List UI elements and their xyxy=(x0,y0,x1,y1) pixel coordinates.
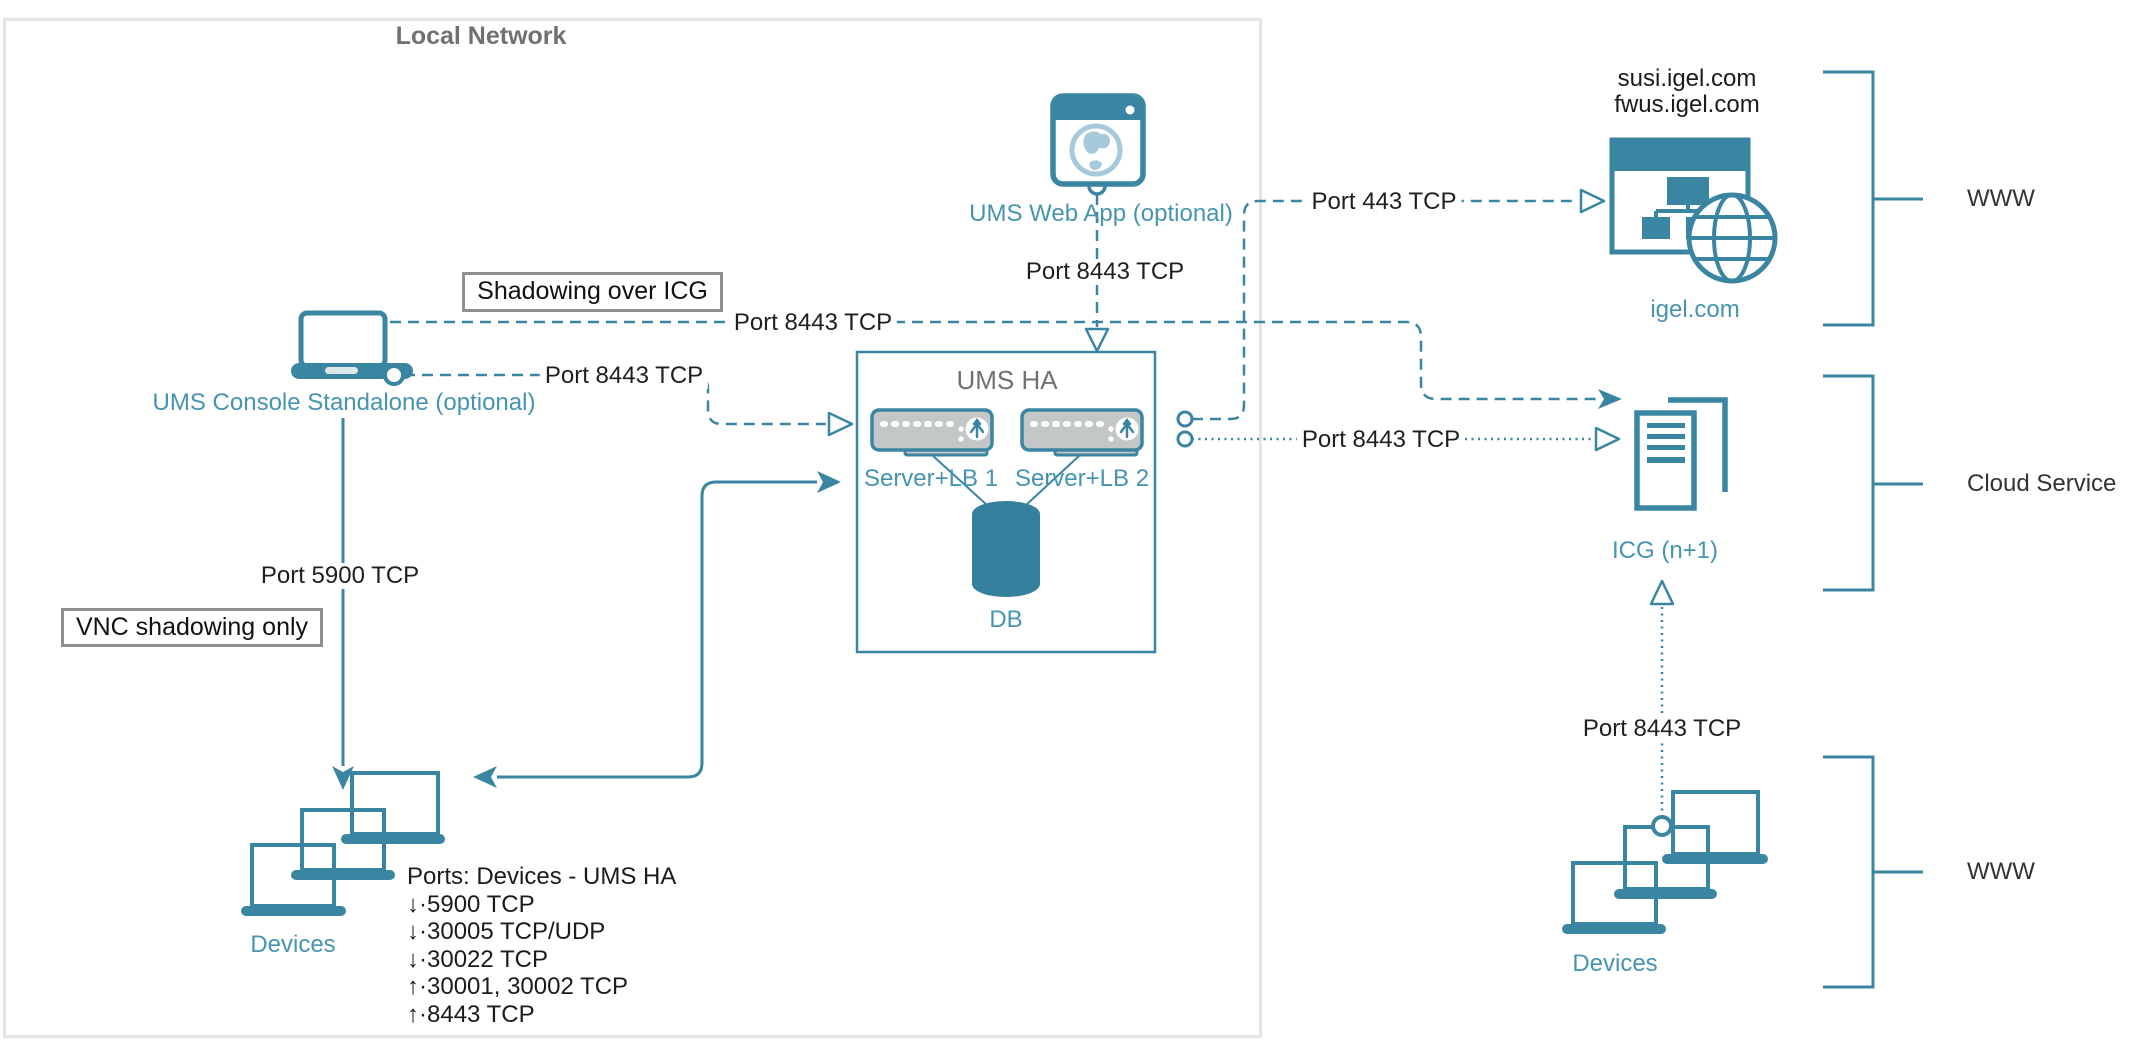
arrowhead-open-icon xyxy=(1594,426,1621,452)
rack-server-lb1-icon xyxy=(870,408,994,457)
load-balancer-glyph-icon xyxy=(1119,418,1135,439)
browser-globe-icon xyxy=(1050,93,1146,187)
zone-cloud-service-label: Cloud Service xyxy=(1967,470,2117,497)
ports-list-item: ↓·30005 TCP/UDP xyxy=(407,918,606,945)
arrowhead-filled-icon xyxy=(817,471,841,493)
database-cylinder-icon xyxy=(972,501,1040,597)
edge-webapp-umsha xyxy=(1084,194,1110,353)
edge-devices-icg xyxy=(1649,579,1675,817)
arrowhead-filled-icon xyxy=(332,766,354,790)
shadowing-note-box: Shadowing over ICG xyxy=(462,272,723,312)
rack-server-lb2-icon xyxy=(1020,408,1144,457)
ports-list-item: ↑·8443 TCP xyxy=(407,1000,535,1028)
tower-server-icon xyxy=(1634,397,1728,511)
local-network-frame xyxy=(3,18,1262,1038)
webapp-label: UMS Web App (optional) xyxy=(969,200,1233,227)
zone-www-bottom-label: WWW xyxy=(1967,858,2035,885)
db-label: DB xyxy=(989,606,1023,633)
ums-ha-title: UMS HA xyxy=(956,365,1058,395)
devices-local-cluster-icon xyxy=(241,771,445,916)
umsha-port-circle-2 xyxy=(1176,430,1194,448)
devices-icg-port-label: Port 8443 TCP xyxy=(1577,715,1747,743)
umsha-igel-port-label: Port 443 TCP xyxy=(1306,188,1462,216)
igel-domains: susi.igel.com fwus.igel.com xyxy=(1614,66,1759,118)
ports-list-item: ↑·30001, 30002 TCP xyxy=(407,973,629,1000)
load-balancer-glyph-icon xyxy=(969,418,985,439)
console-devices-port-label: Port 5900 TCP xyxy=(255,562,425,590)
ports-list: Ports: Devices - UMS HA ↓·5900 TCP ↓·300… xyxy=(407,863,676,1028)
arrowhead-open-icon xyxy=(1579,188,1606,214)
arrowhead-filled-icon xyxy=(473,766,497,788)
arrowhead-filled-icon xyxy=(1598,389,1622,409)
server-db-links xyxy=(931,454,1081,507)
devices-remote-label: Devices xyxy=(1572,950,1658,977)
devices-remote-cluster-icon xyxy=(1562,790,1768,934)
igel-domain-1: susi.igel.com xyxy=(1617,65,1757,92)
server-lb2-label: Server+LB 2 xyxy=(1014,465,1150,492)
console-laptop-icon xyxy=(291,310,413,386)
igel-com-label: igel.com xyxy=(1650,296,1740,323)
edge-umsha-icg xyxy=(1192,426,1621,452)
igel-domain-2: fwus.igel.com xyxy=(1614,91,1760,118)
edge-console-devices xyxy=(332,418,354,790)
local-network-title: Local Network xyxy=(395,22,567,50)
edge-umsha-igel xyxy=(1192,188,1606,421)
ports-list-item: ↓·5900 TCP xyxy=(407,890,535,918)
edge-console-icg-shadowing xyxy=(390,320,1622,409)
ports-list-title: Ports: Devices - UMS HA xyxy=(407,863,677,890)
shadowing-port-label: Port 8443 TCP xyxy=(728,309,898,337)
zone-www-top-label: WWW xyxy=(1967,185,2035,212)
icg-label: ICG (n+1) xyxy=(1611,537,1719,564)
arrowhead-open-icon xyxy=(1084,327,1110,353)
sitemap-globe-icon xyxy=(1609,137,1778,284)
umsha-port-circle-1 xyxy=(1176,410,1194,428)
arrowhead-open-icon xyxy=(827,411,854,437)
edge-devices-umsha xyxy=(473,471,841,788)
console-umsha-port-label: Port 8443 TCP xyxy=(539,362,709,390)
umsha-icg-port-label: Port 8443 TCP xyxy=(1296,426,1466,454)
ports-list-item: ↓·30022 TCP xyxy=(407,945,548,973)
vnc-note-box: VNC shadowing only xyxy=(61,608,323,647)
bracket-www-bottom xyxy=(1823,755,1923,989)
zone-brackets xyxy=(1823,70,1923,989)
bracket-cloud-service xyxy=(1823,374,1923,592)
console-label: UMS Console Standalone (optional) xyxy=(152,389,536,416)
bracket-www-top xyxy=(1823,70,1923,327)
webapp-umsha-port-label: Port 8443 TCP xyxy=(1020,258,1190,286)
devices-remote-port-circle xyxy=(1651,815,1673,837)
server-lb1-label: Server+LB 1 xyxy=(863,465,999,492)
devices-local-label: Devices xyxy=(250,931,336,958)
arrowhead-open-icon xyxy=(1649,579,1675,606)
ums-ha-box xyxy=(855,350,1157,654)
